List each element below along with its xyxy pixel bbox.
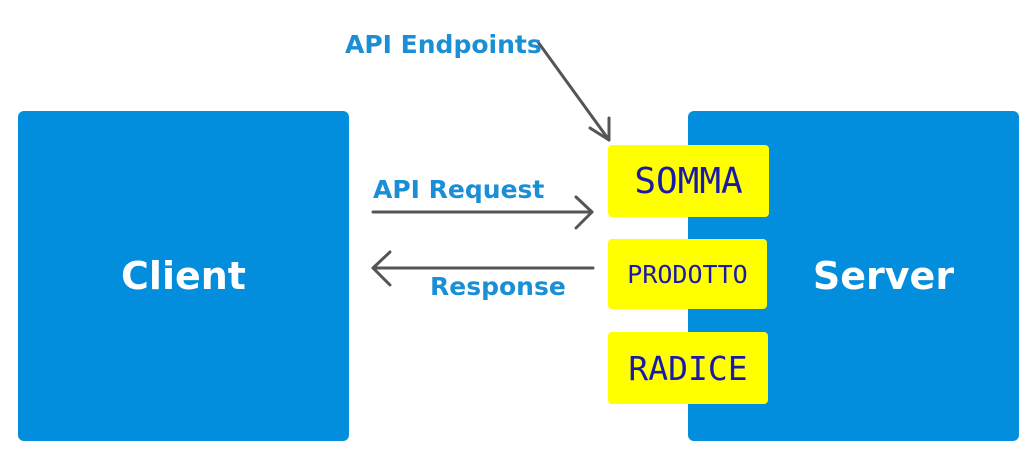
api-request-label: API Request: [373, 175, 545, 204]
response-arrow: [371, 250, 595, 287]
client-label: Client: [121, 254, 246, 298]
endpoint-label: RADICE: [628, 348, 748, 388]
endpoint-radice: RADICE: [608, 332, 768, 404]
endpoint-somma: SOMMA: [608, 145, 769, 217]
endpoint-label: PRODOTTO: [627, 259, 748, 289]
client-box: Client: [18, 111, 349, 441]
request-arrow: [371, 195, 594, 230]
api-endpoints-label: API Endpoints: [345, 30, 542, 59]
endpoint-prodotto: PRODOTTO: [608, 239, 767, 309]
endpoint-label: SOMMA: [634, 160, 743, 202]
response-label: Response: [430, 272, 566, 301]
endpoints-pointer-arrow: [536, 40, 611, 142]
server-label: Server: [812, 254, 955, 298]
